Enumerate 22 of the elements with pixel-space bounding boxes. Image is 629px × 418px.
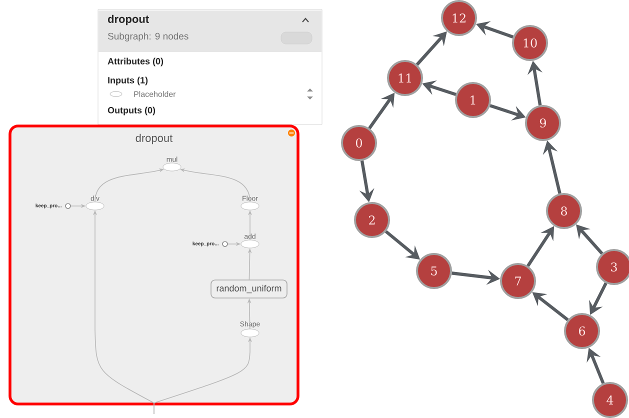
- graph-node: 11: [387, 60, 423, 96]
- section-heading: Outputs (0): [108, 106, 156, 116]
- section-heading: Inputs (1): [108, 76, 148, 86]
- graph-node: 10: [512, 25, 548, 61]
- graph-node: 7: [500, 263, 536, 299]
- graph-node: 5: [416, 253, 452, 289]
- graph-node: 4: [592, 382, 628, 418]
- subtitle: Subgraph: 9 nodes: [108, 32, 188, 42]
- info-card: [98, 9, 322, 125]
- group-title: dropout: [136, 134, 173, 144]
- graph-node: 9: [525, 105, 561, 141]
- graph-node: 1: [455, 82, 491, 118]
- graph-node: 2: [354, 202, 390, 238]
- section-heading: Attributes (0): [108, 58, 164, 66]
- graph-node: 8: [546, 193, 582, 229]
- graph-node: 0: [341, 125, 377, 161]
- graph-node: 12: [441, 0, 477, 36]
- input-name: Placeholder: [134, 91, 176, 97]
- graph-node: 6: [564, 313, 600, 349]
- card-title: dropout: [108, 14, 149, 26]
- graph-node: 3: [596, 249, 629, 285]
- op-box: random_uniform: [210, 280, 288, 298]
